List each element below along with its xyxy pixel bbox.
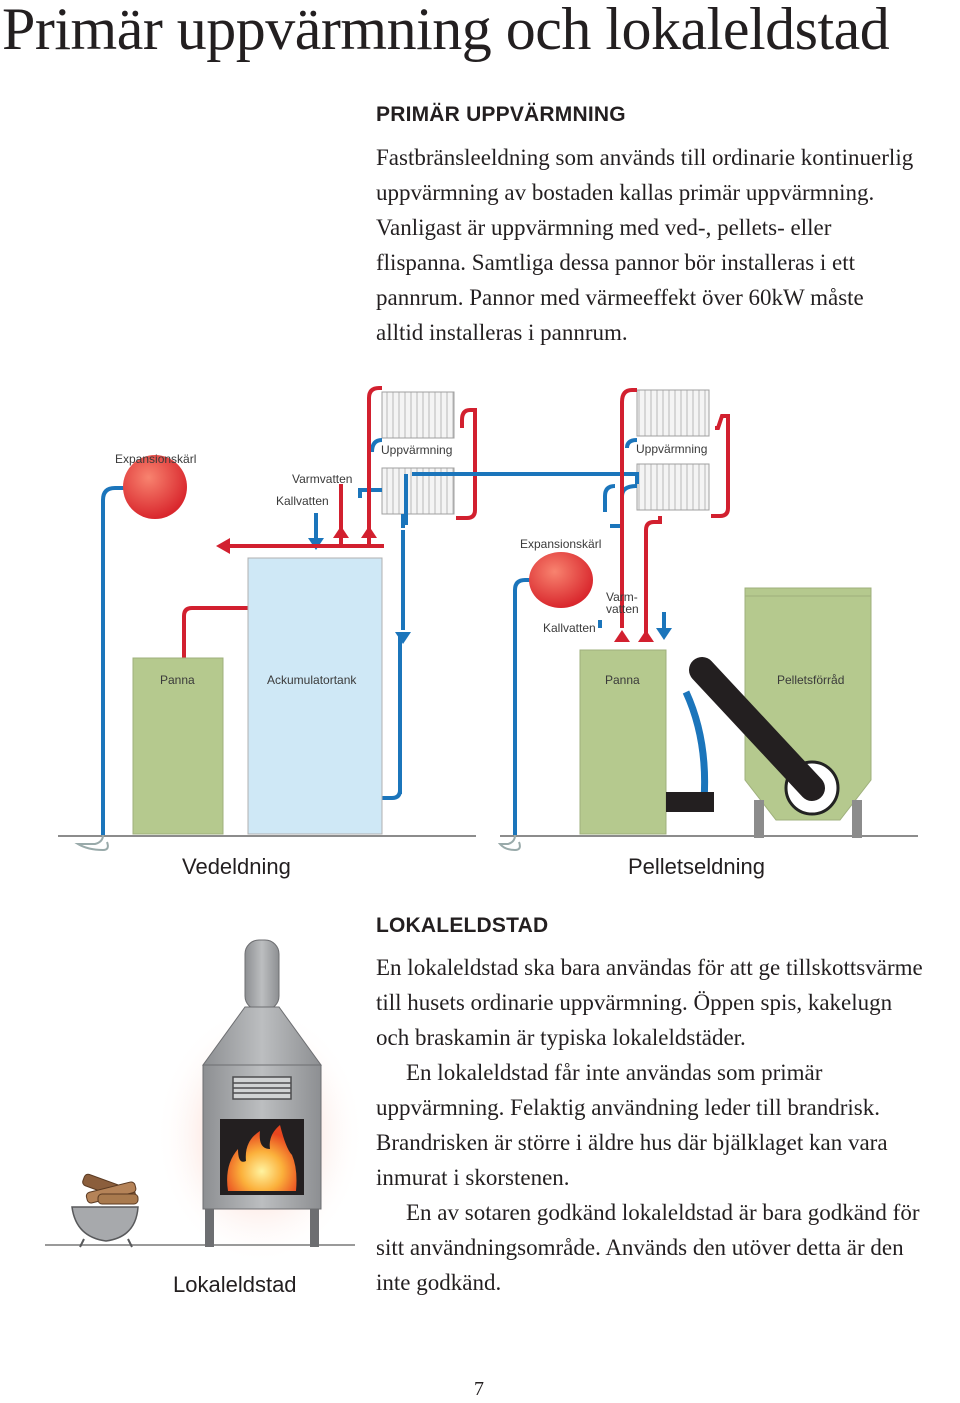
- pellet-feed-hose: [682, 690, 709, 801]
- stove-leg-right: [310, 1209, 319, 1247]
- local-stove-caption: Lokaleldstad: [173, 1272, 297, 1297]
- accumulator-tank-label: Ackumulatortank: [267, 673, 357, 687]
- pellet-radiator-lower-icon: [636, 463, 710, 511]
- pellet-expansion-vessel-label: Expansionskärl: [520, 537, 601, 551]
- heating-system-diagram: Expansionskärl Varmvatten Kallvatten Upp…: [58, 386, 918, 852]
- wood-heating-label: Uppvärmning: [381, 443, 452, 457]
- pellet-radiator-upper-icon: [636, 389, 710, 437]
- pellet-caption: Pelletseldning: [628, 854, 765, 879]
- wood-hot-arrow-2-icon: [361, 526, 377, 538]
- pellet-burner-connector: [666, 792, 714, 812]
- wood-caption: Vedeldning: [182, 854, 291, 879]
- local-stove-paragraph-1: En lokaleldstad ska bara användas för at…: [376, 955, 923, 1050]
- local-stove-paragraph-3: En av sotaren godkänd lokaleldstad är ba…: [376, 1200, 920, 1295]
- wood-boiler: [132, 657, 224, 835]
- wood-boiler-label: Panna: [160, 673, 195, 687]
- pellet-hot-pipes: [620, 388, 730, 638]
- local-stove-heading: LOKALELDSTAD: [376, 914, 549, 937]
- wood-cold-water-label: Kallvatten: [276, 494, 329, 508]
- accumulator-tank: [247, 557, 383, 835]
- primary-heating-paragraph: Fastbränsleeldning som används till ordi…: [376, 145, 914, 345]
- wood-return-arrow-icon: [395, 632, 411, 644]
- wood-hot-water-label: Varmvatten: [292, 472, 352, 486]
- primary-heating-text: Fastbränsleeldning som används till ordi…: [376, 140, 916, 350]
- pellet-auger: [689, 657, 825, 801]
- fire-icon: [227, 1125, 297, 1191]
- radiator-upper-icon: [381, 391, 455, 439]
- local-stove-illustration: [45, 939, 360, 1265]
- page-number: 7: [474, 1378, 484, 1400]
- wood-tank-arrow-icon: [216, 538, 230, 554]
- pellet-expansion-vessel: [529, 552, 593, 608]
- pellet-storage-label: Pelletsförråd: [777, 673, 844, 687]
- pellet-boiler: [579, 649, 667, 835]
- pellet-boiler-label: Panna: [605, 673, 640, 687]
- pellet-hot-water-label-1: Varm-: [606, 590, 638, 604]
- local-stove-paragraph-2: En lokaleldstad får inte användas som pr…: [376, 1060, 888, 1190]
- primary-heating-heading: PRIMÄR UPPVÄRMNING: [376, 103, 626, 126]
- pellet-cold-pipes: [404, 438, 666, 835]
- pellet-hot-arrow-1-icon: [614, 630, 630, 642]
- local-stove-text: En lokaleldstad ska bara användas för at…: [376, 950, 931, 1300]
- wood-hot-arrow-1-icon: [333, 526, 349, 538]
- pellet-storage: [744, 587, 872, 838]
- pellet-hot-arrow-2-icon: [638, 630, 654, 642]
- wood-expansion-vessel: [123, 455, 187, 519]
- wood-cold-pipes: [101, 438, 405, 835]
- pellet-cold-water-label: Kallvatten: [543, 621, 596, 635]
- stove-leg-left: [205, 1209, 214, 1247]
- page-title: Primär uppvärmning och lokaleldstad: [2, 0, 890, 62]
- pellet-heating-label: Uppvärmning: [636, 442, 707, 456]
- pellet-cold-arrow-icon: [656, 628, 672, 640]
- wood-expansion-vessel-label: Expansionskärl: [115, 452, 196, 466]
- log-basket-icon: [71, 1173, 139, 1248]
- pellet-hot-water-label-2: vatten: [606, 602, 639, 616]
- stove-chimney: [244, 939, 280, 1011]
- stove-vent-icon: [232, 1076, 292, 1100]
